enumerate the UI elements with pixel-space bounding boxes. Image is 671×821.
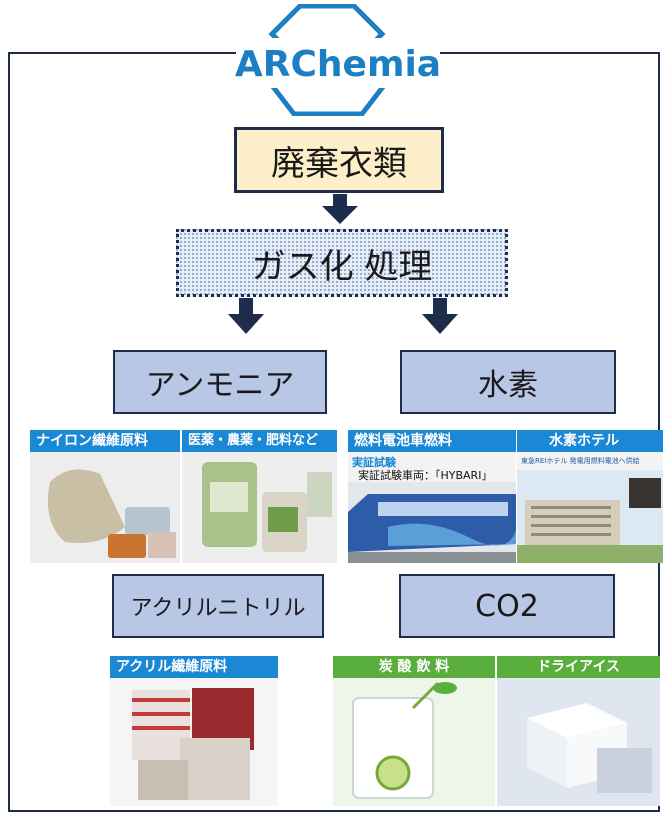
logo-text: ARChemia — [235, 44, 441, 85]
acrylic-label: アクリル繊維原料 — [110, 656, 278, 678]
hotel-panel: 水素ホテル 東急REIホテル 発電用燃料電池へ供給 — [517, 430, 663, 563]
arrow-down-icon — [422, 298, 458, 334]
dry-ice-photo-icon — [497, 678, 660, 806]
co2-box: CO2 — [399, 574, 615, 638]
test-vehicle-label: 実証試験車両：「HYBARI」 — [358, 469, 493, 482]
fertilizer-bags-photo-icon — [182, 452, 337, 563]
ammonia-box: アンモニア — [113, 350, 327, 414]
acrylonitrile-box: アクリルニトリル — [112, 574, 324, 638]
hydrogen-box: 水素 — [400, 350, 616, 414]
gasification-box: ガス化 処理 — [176, 229, 508, 297]
test-label: 実証試験 — [352, 456, 396, 469]
acrylonitrile-label: アクリルニトリル — [130, 596, 306, 621]
acrylic-panel: アクリル繊維原料 — [110, 656, 278, 806]
soda-panel: 炭 酸 飲 料 — [333, 656, 495, 806]
nylon-label: ナイロン繊維原料 — [30, 430, 180, 452]
fertilizer-panel: 医薬・農薬・肥料など — [182, 430, 337, 563]
soda-label: 炭 酸 飲 料 — [333, 656, 495, 678]
nylon-panel: ナイロン繊維原料 — [30, 430, 180, 563]
gasification-label: ガス化 処理 — [251, 246, 433, 287]
ammonia-label: アンモニア — [145, 368, 295, 403]
waste-label: 廃棄衣類 — [271, 143, 407, 184]
hydrogen-label: 水素 — [478, 368, 538, 403]
hotel-building-photo-icon — [517, 470, 663, 563]
sweaters-photo-icon — [110, 678, 278, 806]
hotel-caption: 東急REIホテル 発電用燃料電池へ供給 — [521, 457, 640, 465]
clothing-photo-icon — [30, 452, 180, 563]
fuelcell-panel: 燃料電池車燃料 実証試験 実証試験車両：「HYBARI」 — [348, 430, 516, 563]
arrow-down-icon — [228, 298, 264, 334]
hydrogen-train-photo-icon — [348, 482, 516, 563]
waste-clothing-box: 廃棄衣類 — [234, 127, 444, 193]
arrow-down-icon — [322, 194, 358, 224]
soda-glass-photo-icon — [333, 678, 495, 806]
fuelcell-label: 燃料電池車燃料 — [348, 430, 516, 452]
hotel-label: 水素ホテル — [517, 430, 663, 452]
co2-label: CO2 — [475, 588, 539, 624]
dryice-label: ドライアイス — [497, 656, 660, 678]
archemia-logo: ARChemia — [235, 4, 441, 116]
dryice-panel: ドライアイス — [497, 656, 660, 806]
fertilizer-label: 医薬・農薬・肥料など — [182, 430, 337, 452]
